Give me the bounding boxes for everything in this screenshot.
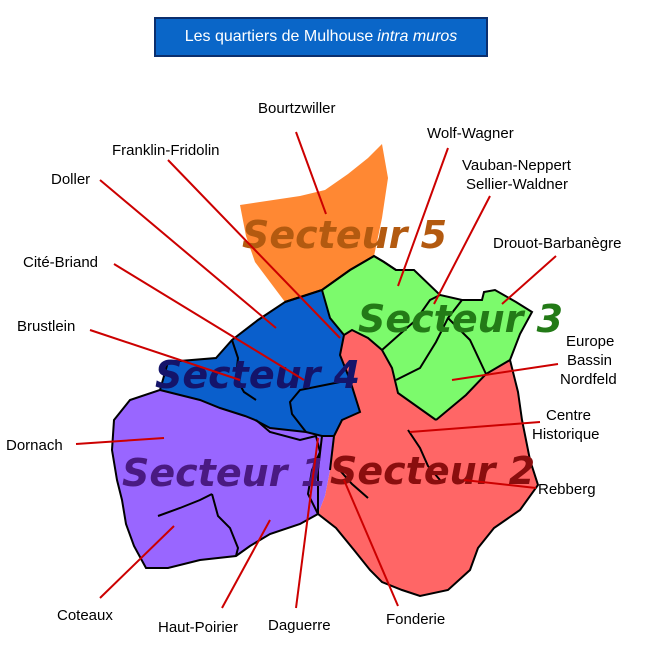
- label-vauban-neppert: Vauban-Neppert: [462, 157, 572, 174]
- leader-franklin-fridolin: [167, 159, 341, 339]
- map-title-text: Les quartiers de Mulhouse: [184, 28, 374, 45]
- leader-centre-historique: [409, 421, 541, 433]
- label-drouot-barbanegre: Drouot-Barbanègre: [493, 235, 621, 252]
- sector-label-2: Secteur 2: [330, 449, 535, 493]
- region-secteur-2: [318, 330, 538, 596]
- label-wolf-wagner: Wolf-Wagner: [427, 125, 514, 142]
- sector-label-4: Secteur 4: [155, 353, 360, 397]
- leader-daguerre: [295, 437, 319, 609]
- label-bassin: Bassin: [567, 352, 612, 369]
- region-secteur-5: [240, 144, 388, 302]
- label-daguerre: Daguerre: [268, 617, 331, 634]
- label-sellier-waldner: Sellier-Waldner: [466, 176, 568, 193]
- label-centre: Centre: [546, 407, 591, 424]
- region-secteur-4: [160, 290, 360, 436]
- leader-wolf-wagner: [397, 147, 449, 287]
- label-rebberg: Rebberg: [538, 481, 596, 498]
- label-doller: Doller: [51, 171, 90, 188]
- leader-europe: [451, 363, 559, 381]
- label-franklin-fridolin: Franklin-Fridolin: [112, 142, 220, 159]
- label-haut-poirier: Haut-Poirier: [158, 619, 238, 636]
- city-outline: [110, 254, 540, 598]
- leader-coteaux: [99, 525, 175, 599]
- label-nordfeld: Nordfeld: [560, 371, 617, 388]
- label-historique: Historique: [532, 426, 600, 443]
- map-title: Les quartiers de Mulhouse intra muros: [154, 17, 488, 57]
- label-coteaux: Coteaux: [57, 607, 113, 624]
- leader-rebberg: [463, 479, 537, 489]
- label-bourtzwiller: Bourtzwiller: [258, 100, 336, 117]
- region-secteur-3: [322, 256, 532, 420]
- label-brustlein: Brustlein: [17, 318, 75, 335]
- leader-haut-poirier: [221, 519, 271, 609]
- sector-label-5: Secteur 5: [242, 213, 447, 257]
- leader-vauban-neppert: [433, 195, 491, 305]
- map-title-italic: intra muros: [377, 28, 458, 45]
- leader-drouot-barbanegre: [501, 255, 557, 305]
- leader-brustlein: [89, 329, 241, 381]
- leader-doller: [99, 179, 277, 329]
- label-fonderie: Fonderie: [386, 611, 445, 628]
- leader-lines: [75, 131, 559, 609]
- leader-bourtzwiller: [295, 131, 327, 215]
- sector-label-3: Secteur 3: [358, 297, 563, 341]
- label-europe: Europe: [566, 333, 614, 350]
- leader-dornach: [75, 437, 165, 445]
- leader-fonderie: [343, 479, 399, 607]
- label-dornach: Dornach: [6, 437, 63, 454]
- leader-cite-briand: [113, 263, 305, 381]
- sector-label-1: Secteur 1: [122, 451, 327, 495]
- label-cite-briand: Cité-Briand: [23, 254, 98, 271]
